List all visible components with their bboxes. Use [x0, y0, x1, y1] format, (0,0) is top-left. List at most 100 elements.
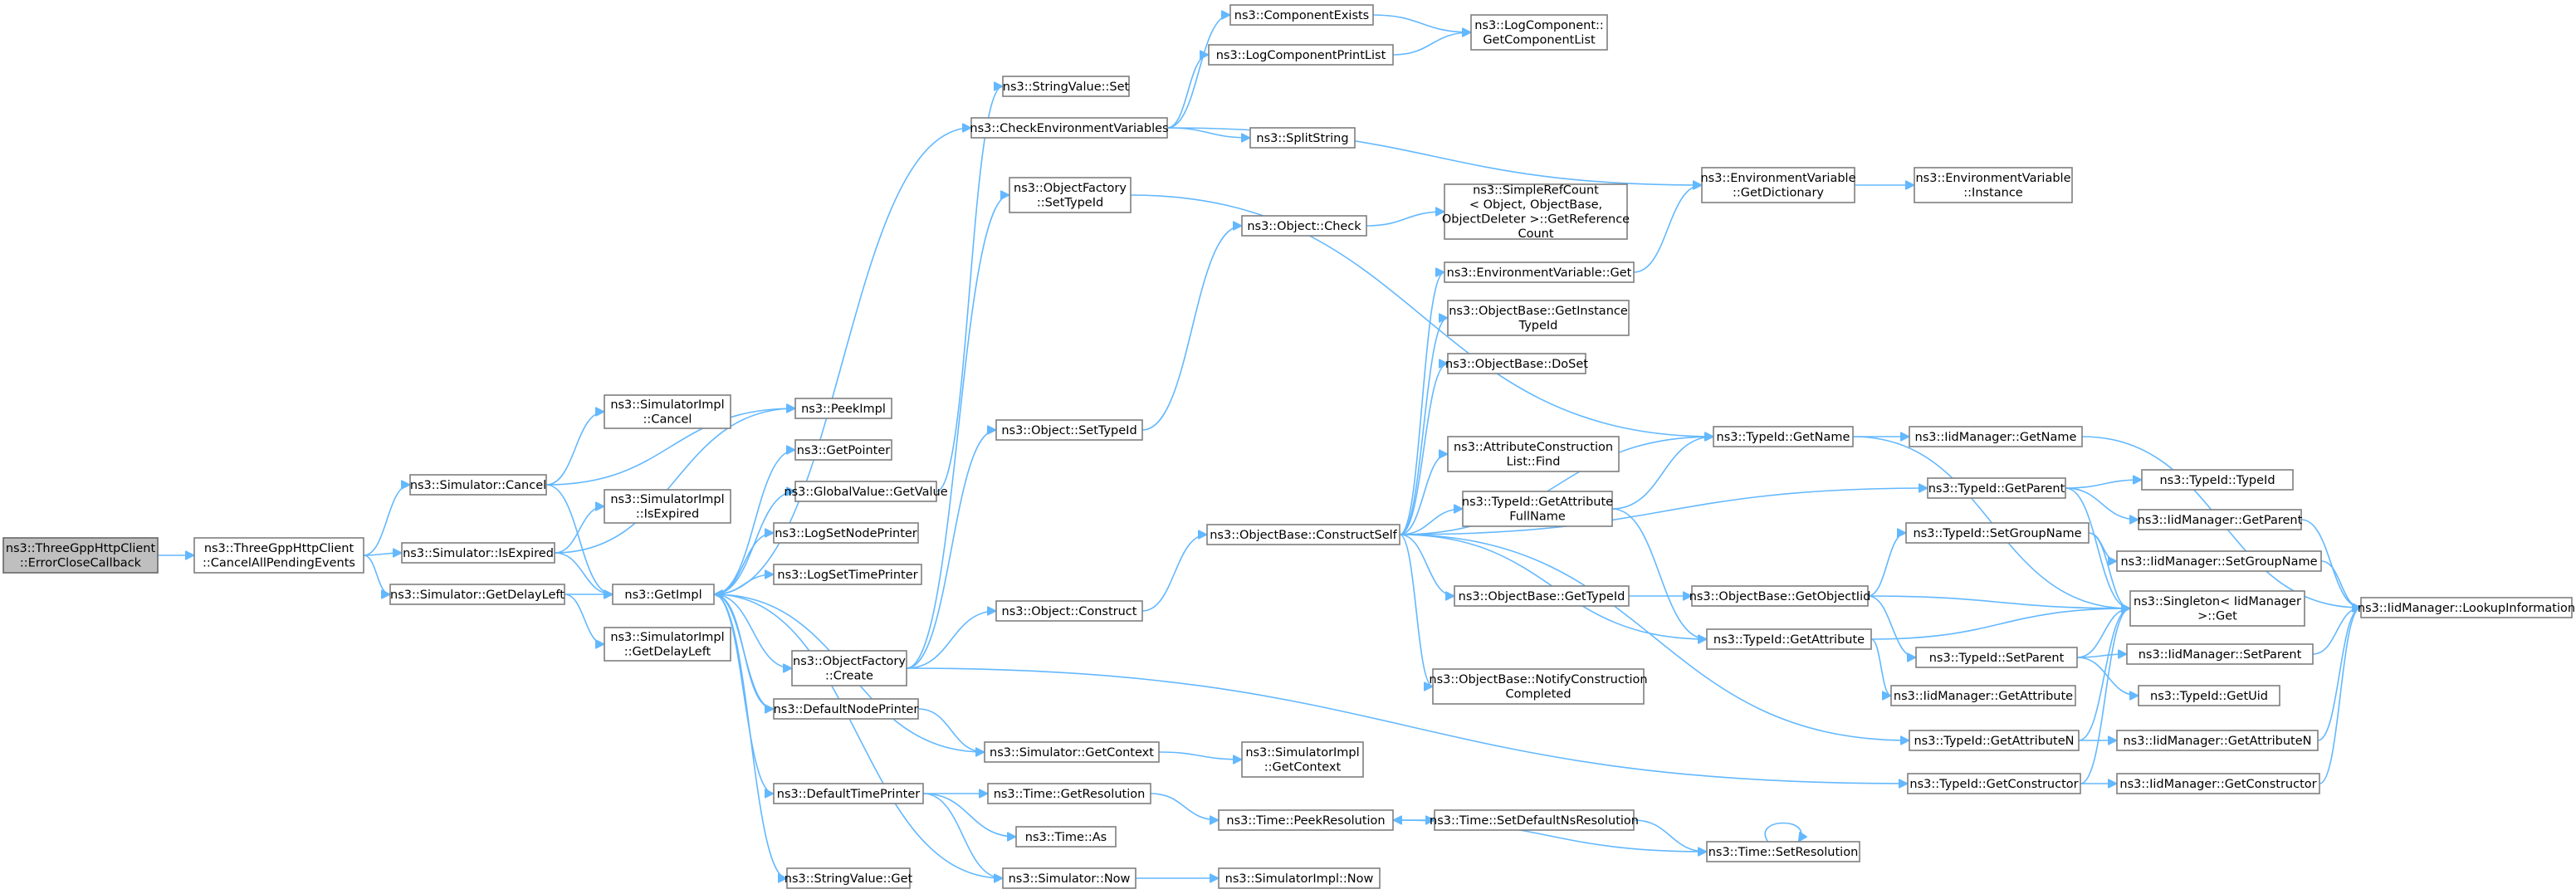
node-ns3-simulator-cancel[interactable]: ns3::Simulator::Cancel: [409, 474, 547, 496]
node-ns3-object-settypeid[interactable]: ns3::Object::SetTypeId: [995, 419, 1143, 441]
node-ns3-splitstring[interactable]: ns3::SplitString: [1249, 127, 1356, 149]
node-box: [786, 867, 911, 889]
node-ns3-environmentvariable-getdictionary[interactable]: ns3::EnvironmentVariable::GetDictionary: [1700, 167, 1856, 203]
node-ns3-peekimpl[interactable]: ns3::PeekImpl: [794, 398, 892, 419]
call-edge: [545, 484, 613, 594]
node-ns3-objectbase-notifyconstruction-completed[interactable]: ns3::ObjectBase::NotifyConstructionCompl…: [1429, 668, 1648, 705]
node-ns3-object-check[interactable]: ns3::Object::Check: [1241, 215, 1367, 237]
node-ns3-iidmanager-getattributen[interactable]: ns3::IidManager::GetAttributeN: [2116, 730, 2319, 751]
node-ns3-globalvalue-getvalue[interactable]: ns3::GlobalValue::GetValue: [784, 481, 948, 502]
node-ns3-time-setdefaultnsresolution[interactable]: ns3::Time::SetDefaultNsResolution: [1430, 809, 1639, 831]
node-ns3-typeid-getattribute[interactable]: ns3::TypeId::GetAttribute: [1706, 628, 1872, 650]
node-label: ns3::TypeId::GetAttribute: [1713, 633, 1865, 647]
node-box: [2138, 509, 2302, 530]
node-ns3-iidmanager-getname[interactable]: ns3::IidManager::GetName: [1909, 426, 2083, 447]
node-ns3-threegpphttpclient-errorclosecallback[interactable]: ns3::ThreeGppHttpClient::ErrorCloseCallb…: [2, 537, 159, 574]
node-ns3-iidmanager-setgroupname[interactable]: ns3::IidManager::SetGroupName: [2116, 550, 2322, 572]
node-ns3-typeid-typeid[interactable]: ns3::TypeId::TypeId: [2141, 469, 2294, 491]
node-ns3-typeid-getparent[interactable]: ns3::TypeId::GetParent: [1927, 477, 2066, 499]
node-ns3-typeid-setgroupname[interactable]: ns3::TypeId::SetGroupName: [1905, 522, 2090, 544]
node-ns3-simulatorimpl-now[interactable]: ns3::SimulatorImpl::Now: [1218, 867, 1381, 889]
node-ns3-simulator-getdelayleft[interactable]: ns3::Simulator::GetDelayLeft: [389, 584, 565, 605]
node-label: ns3::ObjectBase::DoSet: [1445, 358, 1588, 371]
node-label: ::Instance: [1963, 187, 2023, 200]
node-label: ns3::ObjectBase::GetTypeId: [1459, 590, 1625, 603]
node-ns3-objectfactory-settypeid[interactable]: ns3::ObjectFactory::SetTypeId: [1009, 177, 1132, 213]
node-ns3-componentexists[interactable]: ns3::ComponentExists: [1229, 4, 1374, 26]
node-ns3-iidmanager-getattribute[interactable]: ns3::IidManager::GetAttribute: [1890, 685, 2076, 706]
node-ns3-environmentvariable-instance[interactable]: ns3::EnvironmentVariable::Instance: [1914, 167, 2073, 203]
node-ns3-time-getresolution[interactable]: ns3::Time::GetResolution: [987, 783, 1151, 804]
node-ns3-threegpphttpclient-cancelallpendingevents[interactable]: ns3::ThreeGppHttpClient::CancelAllPendin…: [193, 537, 364, 574]
node-ns3-typeid-setparent[interactable]: ns3::TypeId::SetParent: [1915, 647, 2078, 668]
node-box: [2116, 550, 2322, 572]
node-ns3-logcomponentprintlist[interactable]: ns3::LogComponentPrintList: [1208, 44, 1394, 66]
node-ns3-simulatorimpl-isexpired[interactable]: ns3::SimulatorImpl::IsExpired: [604, 489, 731, 524]
node-ns3-typeid-getname[interactable]: ns3::TypeId::GetName: [1713, 426, 1854, 447]
node-ns3-simulatorimpl-getdelayleft[interactable]: ns3::SimulatorImpl::GetDelayLeft: [604, 627, 731, 662]
node-label: ns3::SplitString: [1256, 132, 1348, 145]
call-edge: [554, 506, 605, 554]
node-label: TypeId: [1518, 320, 1558, 333]
node-ns3-iidmanager-getparent[interactable]: ns3::IidManager::GetParent: [2138, 509, 2303, 530]
node-ns3-stringvalue-set[interactable]: ns3::StringValue::Set: [1002, 76, 1130, 97]
node-ns3-objectbase-gettypeid[interactable]: ns3::ObjectBase::GetTypeId: [1454, 585, 1630, 607]
node-box: [1444, 183, 1628, 240]
node-label: ::GetDelayLeft: [624, 646, 711, 659]
node-ns3-objectbase-doset[interactable]: ns3::ObjectBase::DoSet: [1445, 353, 1588, 374]
node-label: ::SetTypeId: [1037, 197, 1103, 210]
node-ns3-checkenvironmentvariables[interactable]: ns3::CheckEnvironmentVariables: [970, 117, 1169, 139]
node-label: ns3::TypeId::SetGroupName: [1913, 527, 2081, 540]
node-ns3-simulatorimpl-cancel[interactable]: ns3::SimulatorImpl::Cancel: [604, 394, 731, 429]
node-ns3-singleton-iidmanager-get[interactable]: ns3::Singleton< IidManager >::Get: [2129, 590, 2305, 627]
node-label: ns3::DefaultTimePrinter: [777, 788, 920, 801]
call-edge: [713, 594, 775, 710]
node-ns3-iidmanager-lookupinformation[interactable]: ns3::IidManager::LookupInformation: [2358, 597, 2575, 618]
node-ns3-objectbase-constructself[interactable]: ns3::ObjectBase::ConstructSelf: [1206, 524, 1400, 545]
call-edge: [1870, 638, 1892, 696]
node-label: ns3::GetPointer: [797, 444, 891, 457]
node-label: ns3::Object::SetTypeId: [1001, 424, 1136, 437]
node-ns3-logsetnodeprinter[interactable]: ns3::LogSetNodePrinter: [773, 522, 919, 544]
node-ns3-environmentvariable-get[interactable]: ns3::EnvironmentVariable::Get: [1444, 261, 1635, 283]
node-ns3-objectfactory-create[interactable]: ns3::ObjectFactory::Create: [791, 650, 907, 686]
node-ns3-objectbase-getobjectiid[interactable]: ns3::ObjectBase::GetObjectIid: [1689, 585, 1871, 607]
node-ns3-typeid-getuid[interactable]: ns3::TypeId::GetUid: [2138, 685, 2280, 706]
node-label: ns3::Time::As: [1025, 831, 1107, 844]
node-ns3-defaulttimeprinter[interactable]: ns3::DefaultTimePrinter: [773, 783, 924, 804]
node-ns3-simulator-isexpired[interactable]: ns3::Simulator::IsExpired: [401, 542, 555, 564]
node-ns3-logsettimeprinter[interactable]: ns3::LogSetTimePrinter: [773, 564, 922, 585]
node-ns3-simulator-getcontext[interactable]: ns3::Simulator::GetContext: [984, 741, 1160, 763]
node-label: ns3::GlobalValue::GetValue: [784, 486, 947, 499]
node-ns3-typeid-getconstructor[interactable]: ns3::TypeId::GetConstructor: [1907, 773, 2081, 794]
call-edge: [1166, 15, 1231, 129]
node-box: [1229, 4, 1374, 26]
node-box: [2, 537, 159, 574]
call-edge: [1399, 534, 1455, 596]
node-ns3-time-as[interactable]: ns3::Time::As: [1015, 826, 1117, 848]
node-ns3-simplerefcount-object-objectbase-objectdeleter-getreference-count[interactable]: ns3::SimpleRefCount< Object, ObjectBase,…: [1442, 183, 1630, 242]
node-box: [604, 489, 731, 524]
node-label: ns3::Simulator::GetContext: [990, 746, 1154, 760]
node-box: [409, 474, 547, 496]
node-ns3-time-setresolution[interactable]: ns3::Time::SetResolution: [1706, 841, 1860, 862]
node-ns3-getpointer[interactable]: ns3::GetPointer: [794, 439, 892, 461]
node-ns3-logcomponent-getcomponentlist[interactable]: ns3::LogComponent::GetComponentList: [1470, 14, 1608, 51]
node-ns3-getimpl[interactable]: ns3::GetImpl: [612, 584, 715, 605]
node-ns3-simulator-now[interactable]: ns3::Simulator::Now: [1002, 867, 1136, 889]
node-ns3-iidmanager-getconstructor[interactable]: ns3::IidManager::GetConstructor: [2116, 773, 2320, 794]
call-edge: [714, 594, 1004, 879]
node-ns3-defaultnodeprinter[interactable]: ns3::DefaultNodePrinter: [773, 698, 919, 720]
node-ns3-simulatorimpl-getcontext[interactable]: ns3::SimulatorImpl::GetContext: [1241, 741, 1364, 778]
node-ns3-object-construct[interactable]: ns3::Object::Construct: [995, 600, 1143, 622]
node-ns3-iidmanager-setparent[interactable]: ns3::IidManager::SetParent: [2126, 643, 2314, 665]
node-ns3-time-peekresolution[interactable]: ns3::Time::PeekResolution: [1218, 809, 1394, 831]
call-edge: [906, 611, 996, 669]
node-ns3-typeid-getattributen[interactable]: ns3::TypeId::GetAttributeN: [1909, 730, 2080, 751]
node-label: ns3::IidManager::LookupInformation: [2358, 602, 2575, 615]
node-ns3-stringvalue-get[interactable]: ns3::StringValue::Get: [785, 867, 913, 889]
